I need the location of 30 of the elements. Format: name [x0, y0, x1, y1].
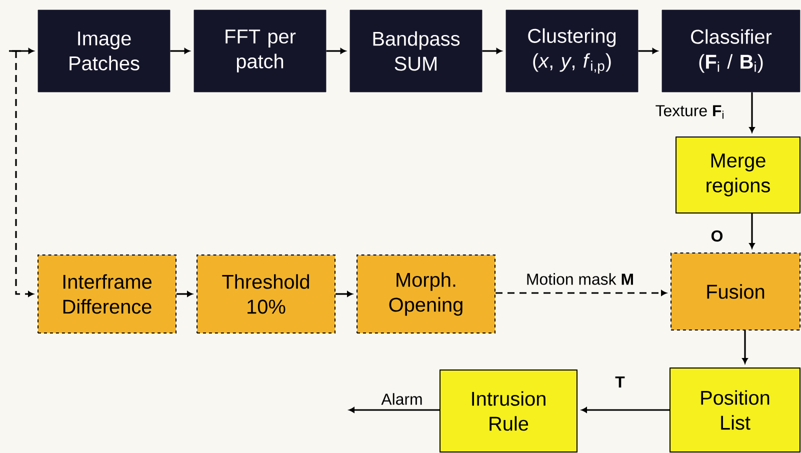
arrow: [582, 407, 670, 413]
process-box: Interframe Difference: [38, 254, 176, 334]
arrow: [482, 48, 502, 54]
arrow: [742, 330, 748, 364]
arrow: [638, 48, 658, 54]
process-box: Morph. Opening: [356, 254, 496, 334]
edge-label: O: [711, 230, 723, 242]
arrow: [349, 407, 440, 413]
process-box: Position List: [670, 368, 800, 452]
arrow: [15, 51, 34, 297]
process-box: Intrusion Rule: [440, 370, 578, 452]
arrow: [336, 291, 352, 297]
process-box: Merge regions: [676, 136, 800, 214]
arrow: [749, 92, 755, 132]
process-box: Fusion: [670, 252, 800, 330]
process-box: Bandpass SUM: [350, 10, 482, 92]
edge-label: T: [615, 376, 625, 388]
process-box: Classifier (F$_{i}$ / B$_{i}$): [662, 10, 800, 92]
arrow: [496, 290, 666, 296]
process-box: Image Patches: [38, 10, 170, 92]
arrow: [326, 48, 346, 54]
arrow: [176, 291, 192, 297]
edge-label: Motion mask M: [527, 273, 633, 285]
arrow: [170, 48, 190, 54]
process-box: FFT per patch: [194, 10, 326, 92]
process-box: Threshold 10%: [196, 254, 336, 334]
process-box: Clustering (x, y, f$_{i,p}$): [506, 10, 638, 92]
arrow: [749, 214, 755, 248]
edge-label: Texture F$_{i}$: [656, 105, 724, 119]
edge-label: Alarm: [381, 393, 422, 405]
